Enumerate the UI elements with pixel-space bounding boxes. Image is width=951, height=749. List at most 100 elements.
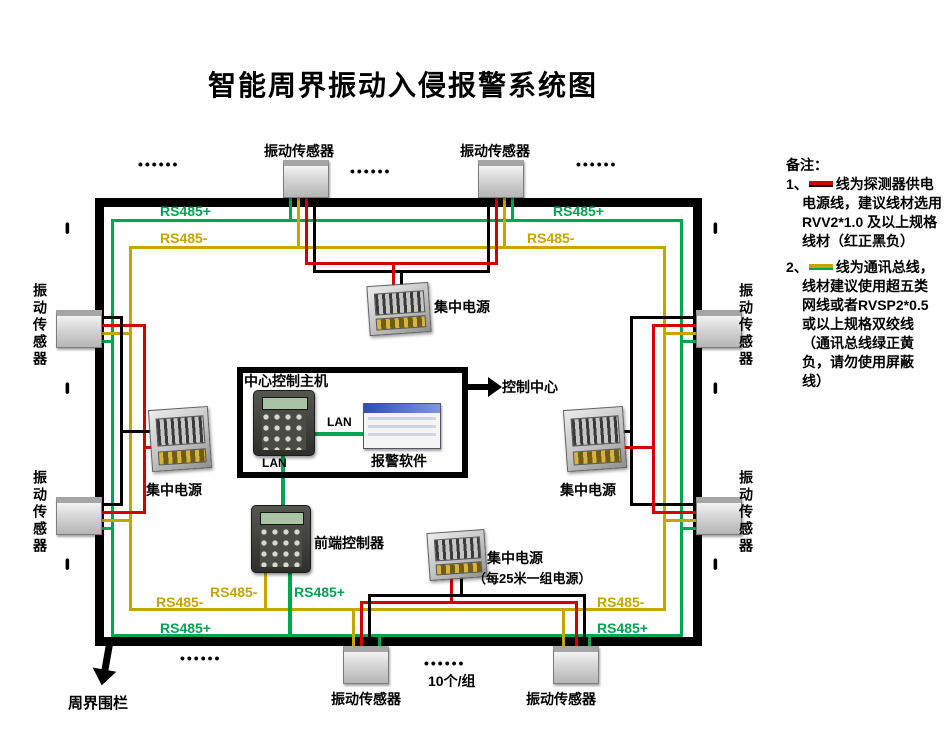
rs485-plus-label-front-controller: RS485+ <box>294 584 345 600</box>
control-center-arrowhead-icon <box>488 377 502 397</box>
wire-black-left-sensor1-stub <box>102 316 123 319</box>
power-label-bottom-note: （每25米一组电源） <box>473 571 592 586</box>
wire-black-into-top-psu <box>400 270 403 286</box>
control-center-label: 控制中心 <box>502 379 558 395</box>
wire-red-right-sensor2-stub <box>652 511 696 514</box>
wire-red-right-vertical <box>652 324 655 514</box>
wire-red-bottom-sensor2-drop <box>575 601 578 646</box>
note-1-line-2: RVV2*1.0 及以上规格 <box>802 214 938 230</box>
wire-black-top-sensor2 <box>487 198 490 270</box>
wire-green-left-sensor2-stub <box>102 527 114 530</box>
keypad-screen-icon <box>260 511 304 526</box>
power-label-right: 集中电源 <box>560 482 616 498</box>
sensor-continuation-dots-right-3: •••••• <box>708 558 723 568</box>
sensor-label-right-2: 振动传感器 <box>738 470 754 555</box>
power-label-left: 集中电源 <box>146 482 202 498</box>
wire-green-bottom-sensor1-stub <box>378 634 381 646</box>
sensor-label-top-2: 振动传感器 <box>460 143 530 159</box>
rs485-minus-label-front-controller: RS485- <box>210 584 258 600</box>
lan-label-1: LAN <box>327 415 352 429</box>
vibration-sensor-top-1 <box>283 160 329 198</box>
power-supply-vents-icon <box>155 415 206 447</box>
note-2-number: 2、 <box>786 259 808 275</box>
note-2-line-2: 网线或者RVSP2*0.5 <box>802 297 929 313</box>
wire-green-host-to-front-controller <box>281 453 285 505</box>
wire-red-top-horizontal <box>305 262 498 265</box>
wire-green-right-sensor2-stub <box>680 527 696 530</box>
wire-yellow-top-sensor1 <box>297 198 300 246</box>
front-controller-keypad <box>251 505 311 573</box>
lan-label-2: LAN <box>262 456 287 470</box>
wire-black-right-psu-link <box>621 430 633 433</box>
power-supply-terminals-icon <box>157 447 207 466</box>
wire-green-lan-link <box>313 432 363 436</box>
sensor-label-left-1: 振动传感器 <box>32 283 48 368</box>
center-host-label: 中心控制主机 <box>244 373 328 389</box>
red-power-wire-swatch-icon <box>808 181 833 188</box>
sensor-continuation-dots-bottom-left: •••••• <box>180 650 222 666</box>
wire-black-top-sensor1 <box>313 198 316 270</box>
wire-red-right-sensor1-stub <box>652 324 696 327</box>
power-supply-vents-icon <box>433 536 482 562</box>
wire-black-bottom-psu-drop <box>460 577 463 597</box>
control-center-arrow <box>466 384 488 390</box>
wire-yellow-bottom-sensor1-stub <box>352 608 355 646</box>
software-titlebar-icon <box>364 404 440 413</box>
vibration-sensor-bottom-1 <box>343 646 389 684</box>
fence-arrowhead-icon <box>89 667 117 688</box>
sensor-continuation-dots-bottom-middle: •••••• <box>424 655 466 671</box>
note-2-line-5: 负，请勿使用屏蔽 <box>802 354 914 370</box>
wire-black-left-vertical <box>120 316 123 506</box>
wire-black-left-sensor2-stub <box>102 503 123 506</box>
note-2-line-4: （通讯总线绿正黄 <box>802 335 914 351</box>
wire-yellow-front-controller-drop <box>264 571 267 611</box>
sensor-continuation-dots-left-1: •••••• <box>60 222 75 232</box>
rs485-plus-label-top-right: RS485+ <box>553 203 604 219</box>
power-supply-top <box>366 281 432 337</box>
power-supply-terminals-icon <box>375 315 427 331</box>
notes-panel: 备注： 1、线为探测器供电 电源线，建议线材选用 RVV2*1.0 及以上规格 … <box>786 156 951 391</box>
vibration-sensor-right-1 <box>696 310 742 348</box>
wire-black-left-psu-link <box>120 430 154 433</box>
sensor-label-right-1: 振动传感器 <box>738 283 754 368</box>
wire-red-bottom-sensor1-drop <box>360 601 363 646</box>
power-label-bottom: 集中电源 <box>487 550 543 566</box>
wire-red-right-psu-link <box>621 446 655 449</box>
rs485-plus-label-top-left: RS485+ <box>160 203 211 219</box>
note-2-line-0: 线为通讯总线， <box>835 259 934 275</box>
power-supply-left <box>147 405 213 473</box>
sensor-continuation-dots-right-2: •••••• <box>708 382 723 392</box>
wire-yellow-bottom-sensor2-stub <box>562 608 565 646</box>
wire-yellow-top-sensor2 <box>503 198 506 246</box>
note-2-line-1: 线材建议使用超五类 <box>802 278 928 294</box>
wire-red-into-top-psu <box>392 262 395 286</box>
software-rows-icon <box>367 417 437 442</box>
fence-arrow-shaft-icon <box>101 643 113 673</box>
power-supply-right <box>562 405 628 473</box>
perimeter-fence-border <box>95 198 702 646</box>
wire-black-right-sensor1-stub <box>630 316 696 319</box>
sensor-continuation-dots-right-1: •••••• <box>708 222 723 232</box>
rs485-plus-green-loop <box>111 219 683 637</box>
note-1-number: 1、 <box>786 176 808 192</box>
wire-yellow-right-sensor2-stub <box>663 519 696 522</box>
wire-green-left-sensor1-stub <box>102 340 114 343</box>
vibration-sensor-top-2 <box>478 160 524 198</box>
front-controller-label: 前端控制器 <box>314 535 384 551</box>
vibration-sensor-right-2 <box>696 497 742 535</box>
rs485-minus-label-bottom-left: RS485- <box>156 594 204 610</box>
sensor-continuation-dots-left-3: •••••• <box>60 558 75 568</box>
power-supply-terminals-icon <box>572 447 622 466</box>
wire-yellow-left-sensor2-stub <box>102 519 132 522</box>
keypad-keys-icon <box>262 412 306 450</box>
center-host-keypad <box>253 390 315 456</box>
sensor-label-left-2: 振动传感器 <box>32 470 48 555</box>
rs485-minus-label-bottom-right: RS485- <box>597 594 645 610</box>
rs485-minus-label-top-left: RS485- <box>160 230 208 246</box>
wire-black-right-vertical <box>630 316 633 506</box>
rs485-minus-label-top-right: RS485- <box>527 230 575 246</box>
rs485-plus-label-bottom-left: RS485+ <box>160 620 211 636</box>
vibration-sensor-bottom-2 <box>553 646 599 684</box>
keypad-screen-icon <box>262 396 308 410</box>
